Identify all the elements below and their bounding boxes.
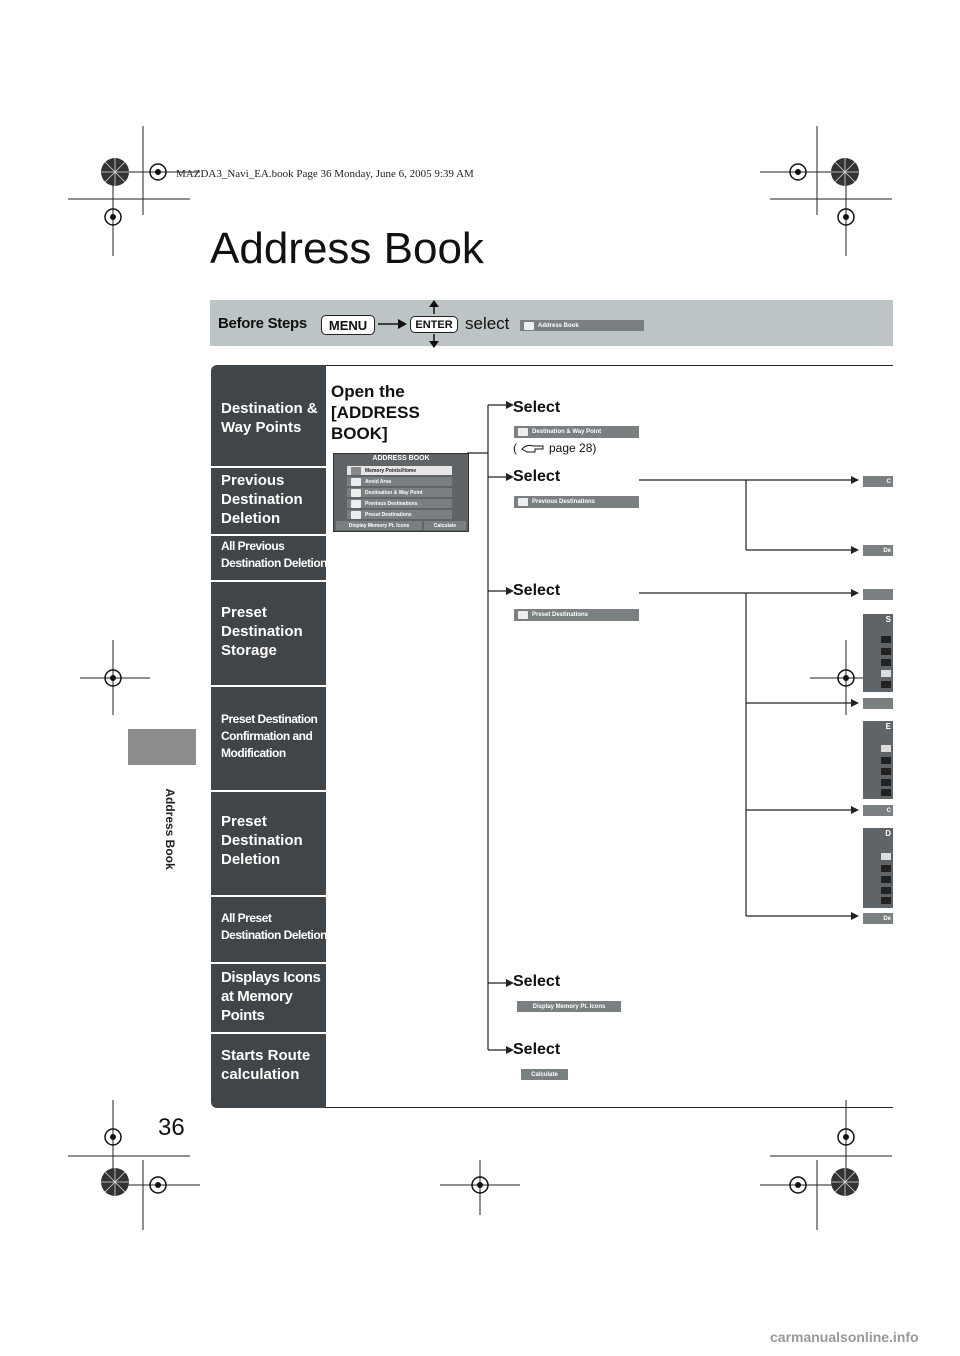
menu-key: MENU <box>321 315 375 335</box>
select-step-calculate: Select <box>513 1041 561 1058</box>
screen-title: ADDRESS BOOK <box>372 455 430 462</box>
enter-key: ENTER <box>410 316 458 333</box>
screen-item-memory-points: Memory Points/Home <box>347 466 452 475</box>
watermark: carmanualsonline.info <box>770 1329 919 1345</box>
diagram-top-rule <box>326 365 893 366</box>
select-step-destination: Select <box>513 399 561 416</box>
side-tab-marker <box>128 729 196 765</box>
pointing-hand-icon <box>521 444 544 453</box>
destination-icon <box>518 428 528 436</box>
previous-icon <box>351 499 361 508</box>
function-previous-destination-deletion: Previous Destination Deletion <box>221 472 303 527</box>
cropped-screen-edit: E <box>863 721 893 799</box>
cropped-screen-c1: C <box>863 476 893 487</box>
file-info-header: MAZDA3_Navi_EA.book Page 36 Monday, June… <box>176 168 474 180</box>
divider <box>211 790 326 792</box>
function-starts-route-calculation: Starts Route calculation <box>221 1047 311 1083</box>
select-step-previous: Select <box>513 468 561 485</box>
cropped-screen-bar2 <box>863 698 893 709</box>
select-word: select <box>465 314 510 333</box>
screen-button-calculate: Calculate <box>424 521 466 530</box>
house-icon <box>351 466 361 475</box>
arrow-right-icon <box>378 319 407 329</box>
preset-destinations-item: Preset Destinations <box>514 609 639 621</box>
previous-icon <box>518 498 528 506</box>
page-reference: ( page 28) <box>513 441 597 455</box>
function-preset-destination-confirmation: Preset Destination Confirmation and Modi… <box>221 712 318 760</box>
select-step-preset: Select <box>513 582 561 599</box>
select-step-display-icons: Select <box>513 973 561 990</box>
function-all-preset-destination-deletion: All Preset Destination Deletion <box>221 911 328 942</box>
screen-item-avoid-area: Avoid Area <box>347 477 452 486</box>
function-preset-destination-deletion: Preset Destination Deletion <box>221 813 303 868</box>
divider <box>211 1032 326 1034</box>
before-steps-label: Before Steps <box>218 315 307 332</box>
divider <box>211 895 326 897</box>
divider <box>211 580 326 582</box>
screen-button-display-icons: Display Memory Pt. Icons <box>336 521 422 530</box>
up-down-arrows-icon <box>429 300 439 348</box>
function-all-previous-destination-deletion: All Previous Destination Deletion <box>221 539 328 570</box>
function-displays-icons: Displays Icons at Memory Points <box>221 969 321 1024</box>
previous-destinations-item: Previous Destinations <box>514 496 639 508</box>
cropped-screen-bar1 <box>863 589 893 600</box>
cropped-screen-delete: D <box>863 828 893 908</box>
screen-item-previous: Previous Destinations <box>347 499 452 508</box>
cropped-screen-c2: C <box>863 805 893 816</box>
function-column: Destination & Way Points Previous Destin… <box>211 365 328 1108</box>
avoid-icon <box>351 477 361 486</box>
divider <box>211 962 326 964</box>
destination-way-point-item: Destination & Way Point <box>514 426 639 438</box>
page-number: 36 <box>158 1114 185 1141</box>
preset-icon <box>518 611 528 619</box>
display-memory-icons-item: Display Memory Pt. Icons <box>517 1001 621 1012</box>
destination-icon <box>351 488 361 497</box>
diagram-bottom-rule <box>326 1107 893 1108</box>
open-address-book-label: Open the [ADDRESS BOOK] <box>331 382 420 443</box>
divider <box>211 466 326 468</box>
calculate-item: Calculate <box>521 1069 568 1080</box>
address-book-icon <box>524 321 534 330</box>
screen-item-destination: Destination & Way Point <box>347 488 452 497</box>
divider <box>211 685 326 687</box>
function-destination-way-points: Destination & Way Points <box>221 400 318 436</box>
address-book-screen: ADDRESS BOOK Memory Points/Home Avoid Ar… <box>333 453 469 532</box>
divider <box>211 534 326 536</box>
function-preset-destination-storage: Preset Destination Storage <box>221 604 303 659</box>
cropped-screen-de1: De <box>863 545 893 556</box>
page-title: Address Book <box>210 224 484 273</box>
address-book-screen-item: Address Book <box>520 320 644 331</box>
preset-icon <box>351 510 361 519</box>
cropped-screen-de2: De <box>863 913 893 924</box>
screen-item-preset: Preset Destinations <box>347 510 452 519</box>
cropped-screen-storage: S <box>863 614 893 692</box>
